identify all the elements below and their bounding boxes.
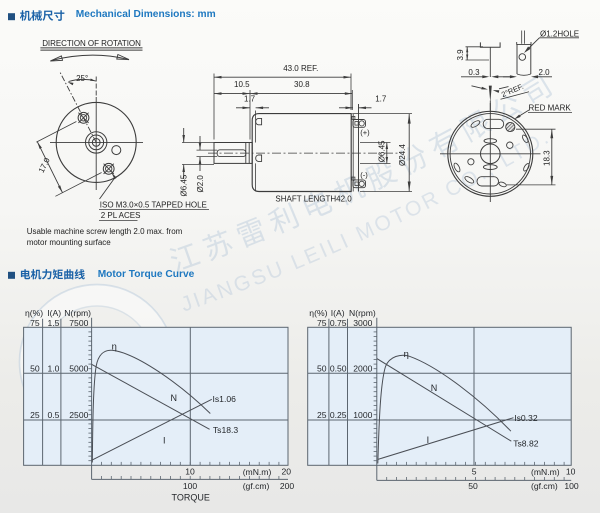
- svg-text:η: η: [404, 348, 409, 359]
- svg-text:I(A): I(A): [331, 308, 345, 318]
- svg-text:0.3: 0.3: [468, 68, 480, 77]
- svg-text:25: 25: [30, 410, 40, 420]
- svg-text:0.50: 0.50: [330, 363, 347, 373]
- svg-text:1.5: 1.5: [47, 318, 59, 328]
- svg-text:18.3: 18.3: [542, 150, 551, 166]
- svg-text:20: 20: [282, 467, 292, 477]
- svg-text:(mN.m): (mN.m): [243, 467, 272, 477]
- svg-text:TORQUE: TORQUE: [172, 493, 210, 503]
- svg-text:2 PL ACES: 2 PL ACES: [101, 211, 141, 220]
- svg-text:10: 10: [185, 467, 195, 477]
- svg-text:75: 75: [317, 318, 327, 328]
- svg-text:1000: 1000: [353, 410, 372, 420]
- svg-text:I(A): I(A): [47, 308, 61, 318]
- svg-text:1.7: 1.7: [375, 95, 387, 104]
- svg-text:(-): (-): [360, 170, 368, 179]
- svg-text:50: 50: [317, 363, 327, 373]
- svg-text:30.8: 30.8: [294, 80, 310, 89]
- svg-text:25: 25: [317, 410, 327, 420]
- svg-text:η(%): η(%): [309, 308, 327, 318]
- svg-text:200: 200: [280, 481, 295, 491]
- svg-text:43.0 REF.: 43.0 REF.: [283, 64, 318, 73]
- svg-text:2.0: 2.0: [539, 68, 551, 77]
- svg-text:100: 100: [183, 481, 198, 491]
- svg-text:Is1.06: Is1.06: [213, 394, 237, 404]
- svg-text:Usable machine screw length 2.: Usable machine screw length 2.0 max. fro…: [27, 227, 183, 236]
- svg-text:1.0: 1.0: [47, 363, 59, 373]
- svg-text:10.5: 10.5: [234, 80, 250, 89]
- svg-text:N(rpm): N(rpm): [64, 308, 91, 318]
- svg-text:motor mounting surface: motor mounting surface: [27, 238, 112, 247]
- svg-text:I: I: [163, 435, 166, 445]
- svg-text:0.25: 0.25: [330, 410, 347, 420]
- svg-text:5: 5: [472, 467, 477, 477]
- svg-text:Ts8.82: Ts8.82: [513, 438, 539, 448]
- svg-text:Ø6.45: Ø6.45: [378, 140, 387, 162]
- svg-text:0.75: 0.75: [330, 318, 347, 328]
- svg-text:0.5: 0.5: [47, 410, 59, 420]
- svg-text:5000: 5000: [69, 363, 88, 373]
- svg-text:I: I: [427, 435, 430, 445]
- svg-text:N: N: [171, 393, 178, 403]
- svg-text:Ø2.0: Ø2.0: [196, 175, 205, 193]
- svg-text:1.7: 1.7: [244, 95, 256, 104]
- svg-text:Motor Torque Curve: Motor Torque Curve: [98, 269, 195, 280]
- svg-text:(gf.cm): (gf.cm): [531, 481, 558, 491]
- svg-text:25°: 25°: [76, 74, 88, 83]
- svg-text:Is0.32: Is0.32: [514, 413, 538, 423]
- svg-text:2500: 2500: [69, 410, 88, 420]
- svg-text:7500: 7500: [69, 318, 88, 328]
- svg-text:η: η: [112, 341, 117, 352]
- svg-text:Ø1.2HOLE: Ø1.2HOLE: [540, 29, 579, 38]
- svg-text:Ø6.45: Ø6.45: [180, 174, 189, 196]
- svg-text:N: N: [431, 383, 438, 393]
- svg-text:Mechanical Dimensions: mm: Mechanical Dimensions: mm: [76, 9, 216, 20]
- svg-text:SHAFT LENGTH42.0: SHAFT LENGTH42.0: [275, 194, 352, 203]
- svg-text:100: 100: [564, 481, 579, 491]
- svg-text:N(rpm): N(rpm): [349, 308, 376, 318]
- svg-text:η(%): η(%): [25, 308, 43, 318]
- svg-text:ISO M3.0×0.5 TAPPED HOLE: ISO M3.0×0.5 TAPPED HOLE: [100, 200, 207, 209]
- svg-text:3.9: 3.9: [456, 49, 465, 61]
- svg-text:17.0: 17.0: [37, 156, 52, 174]
- svg-text:(mN.m): (mN.m): [531, 467, 560, 477]
- svg-text:DIRECTION OF ROTATION: DIRECTION OF ROTATION: [42, 39, 141, 48]
- svg-text:3000: 3000: [353, 318, 372, 328]
- svg-text:10: 10: [566, 467, 576, 477]
- svg-text:50: 50: [30, 363, 40, 373]
- svg-text:75: 75: [30, 318, 40, 328]
- svg-text:Ø24.4: Ø24.4: [398, 144, 407, 166]
- svg-text:RED MARK: RED MARK: [529, 103, 572, 112]
- svg-text:50: 50: [468, 481, 478, 491]
- svg-text:2000: 2000: [353, 363, 372, 373]
- svg-text:Ts18.3: Ts18.3: [213, 425, 239, 435]
- svg-text:(gf.cm): (gf.cm): [243, 481, 270, 491]
- svg-text:(+): (+): [360, 128, 370, 137]
